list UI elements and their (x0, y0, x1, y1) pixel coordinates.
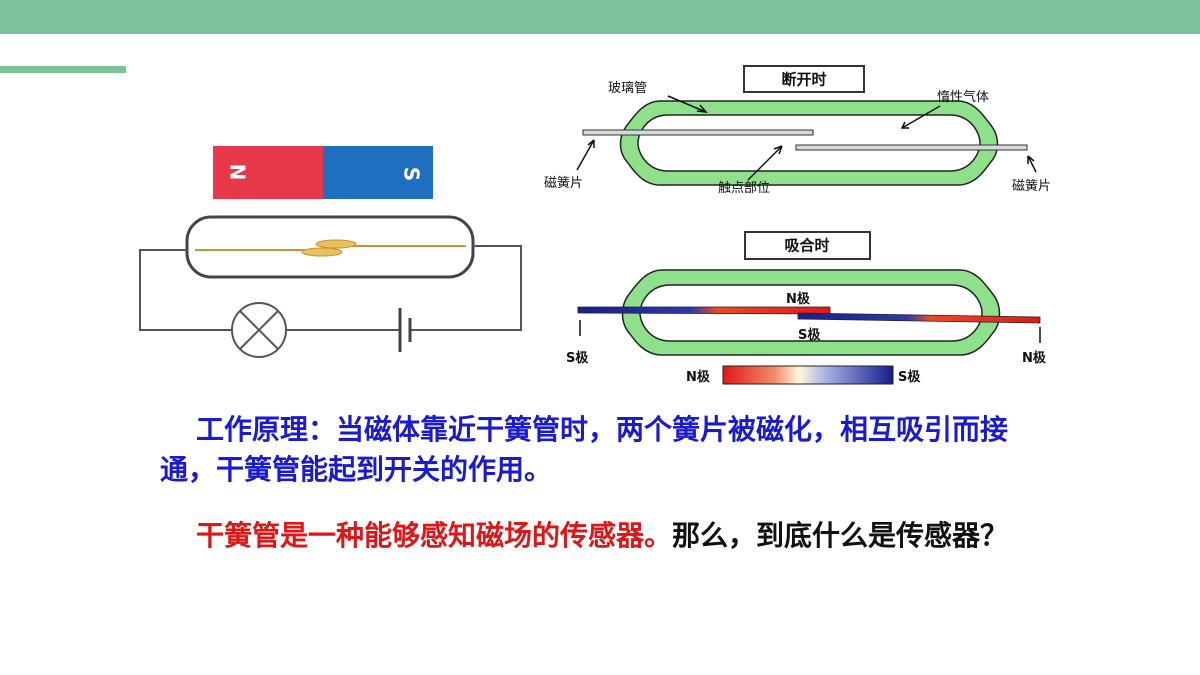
closed-reed-left (577, 306, 831, 315)
reed-right-label: 磁簧片 (1012, 178, 1051, 194)
open-state-title-box (743, 65, 865, 93)
reed-left-arrowhead (587, 139, 595, 148)
battery-icon (398, 308, 412, 352)
side-accent-bar (0, 66, 126, 73)
legend-s-label: S极 (898, 369, 921, 385)
contact-arrowhead (773, 145, 783, 155)
sensor-question-black: 那么，到底什么是传感器？ (672, 519, 1009, 552)
s-pole-mid-label: S极 (798, 327, 821, 343)
lamp-cross (239, 310, 279, 350)
top-accent-bar (0, 0, 1200, 34)
magnet-north-label: N (226, 164, 250, 181)
reed-right-arrowhead (1027, 155, 1035, 164)
closed-state-title-box (744, 231, 871, 260)
n-pole-top-label: N极 (786, 291, 811, 307)
s-pole-left-label: S极 (566, 350, 589, 366)
legend-n-label: N极 (686, 369, 711, 385)
magnet-south-label: S (400, 167, 424, 181)
sensor-question-text: 干簧管是一种能够感知磁场的传感器。那么，到底什么是传感器？ (160, 516, 1050, 556)
reed-left-pointer (576, 139, 595, 171)
reed-contacts (195, 245, 466, 251)
closed-state-title: 吸合时 (784, 237, 829, 255)
reed-right-pointer (1027, 155, 1037, 173)
magnet-south-half (323, 146, 433, 199)
open-reed-right (795, 144, 1028, 151)
closed-state-diagram: 吸合时 N极 S极 S极 N极 N极 S极 (566, 231, 1047, 385)
open-state-diagram: 断开时 玻璃管 惰性气体 磁簧片 触点部位 磁簧片 (544, 65, 1051, 196)
reed-tip-upper (315, 239, 357, 249)
polarity-gradient-legend (722, 365, 894, 385)
glass-tube-pointer (667, 95, 707, 113)
reed-left-label: 磁簧片 (544, 175, 583, 191)
magnet-north-half (213, 146, 323, 199)
open-reed-left (582, 129, 814, 136)
circuit-diagram: N S (139, 146, 522, 358)
n-pole-right-label: N极 (1022, 350, 1047, 366)
inert-gas-label: 惰性气体 (937, 89, 989, 105)
glass-tube-arrowhead (696, 104, 708, 113)
inert-gas-arrowhead (900, 121, 909, 129)
open-state-title: 断开时 (781, 71, 826, 89)
glass-tube-label: 玻璃管 (608, 81, 647, 96)
working-principle-text: 工作原理：当磁体靠近干簧管时，两个簧片被磁化，相互吸引而接通，干簧管能起到开关的… (160, 413, 1009, 486)
inert-gas-pointer (901, 105, 941, 129)
contact-label: 触点部位 (718, 181, 770, 196)
reed-end-marks (579, 320, 1041, 343)
closed-reed-right (797, 312, 1041, 324)
circuit-wire (139, 245, 522, 331)
open-tube-inner (637, 114, 981, 172)
reed-tip-lower (301, 247, 343, 257)
contact-pointer (747, 145, 783, 181)
sensor-definition-red: 干簧管是一种能够感知磁场的传感器。 (196, 519, 673, 552)
